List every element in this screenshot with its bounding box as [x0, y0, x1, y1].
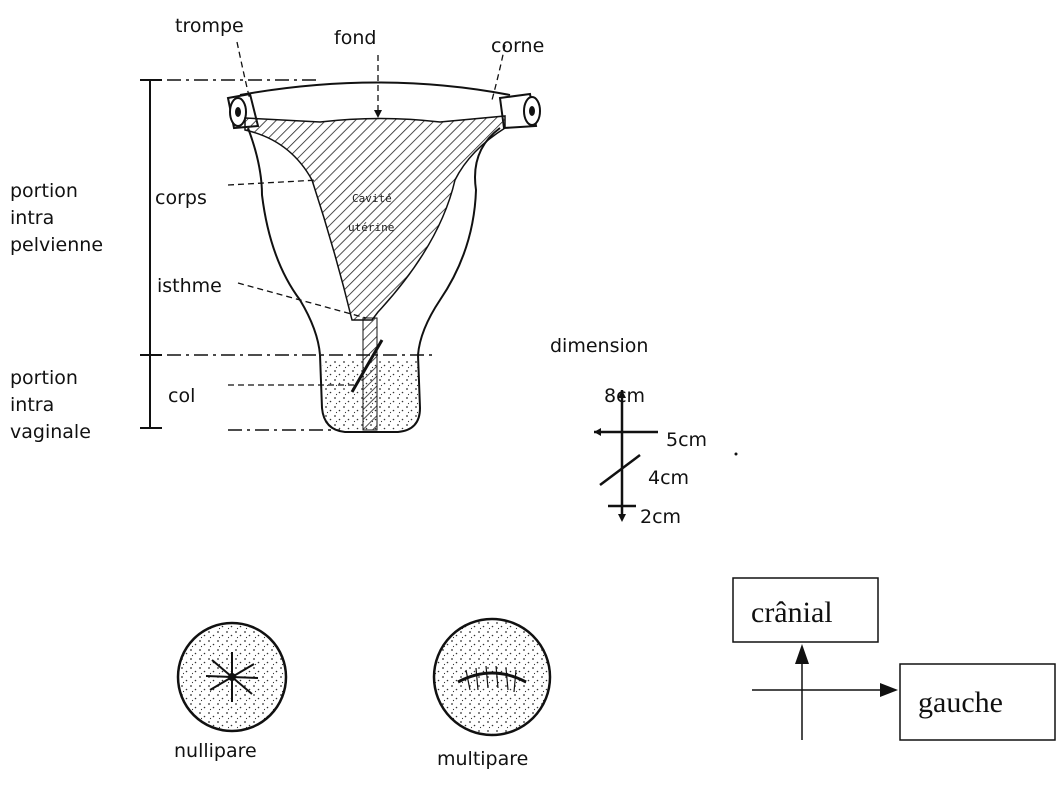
label-gauche: gauche — [918, 686, 1003, 719]
label-portion-vaginale-1: portion — [10, 367, 78, 389]
label-portion-vaginale-3: vaginale — [10, 421, 91, 443]
dimension-axes — [594, 390, 658, 518]
dim-4cm: 4cm — [648, 467, 689, 489]
label-corne: corne — [491, 35, 544, 57]
arrow-right-icon — [880, 683, 898, 697]
dim-8cm: 8cm — [604, 385, 645, 407]
uterine-cavity — [245, 116, 505, 320]
label-cavite-1: Cavité — [352, 192, 392, 205]
dim-2cm: 2cm — [640, 506, 681, 528]
label-portion-pelvienne-1: portion — [10, 180, 78, 202]
dimension-title: dimension — [550, 335, 648, 357]
label-cranial: crânial — [751, 596, 833, 629]
label-nullipare: nullipare — [174, 740, 257, 762]
cervix-nullipare-icon — [178, 623, 286, 731]
cervix-multipare-icon — [434, 619, 550, 735]
portion-bar — [140, 80, 162, 428]
label-portion-pelvienne-3: pelvienne — [10, 234, 103, 256]
dim-5cm: 5cm — [666, 429, 707, 451]
label-portion-pelvienne-2: intra — [10, 207, 54, 229]
label-cavite-2: utérine — [348, 221, 394, 234]
arrow-up-icon — [795, 644, 809, 664]
label-trompe: trompe — [175, 15, 244, 37]
label-col: col — [168, 385, 195, 407]
label-isthme: isthme — [157, 275, 222, 297]
label-corps: corps — [155, 187, 207, 209]
cervix-stipple — [322, 360, 419, 430]
label-multipare: multipare — [437, 748, 528, 770]
label-fond: fond — [334, 27, 376, 49]
orientation-axes — [752, 650, 884, 740]
label-portion-vaginale-2: intra — [10, 394, 54, 416]
right-tube — [500, 94, 540, 128]
